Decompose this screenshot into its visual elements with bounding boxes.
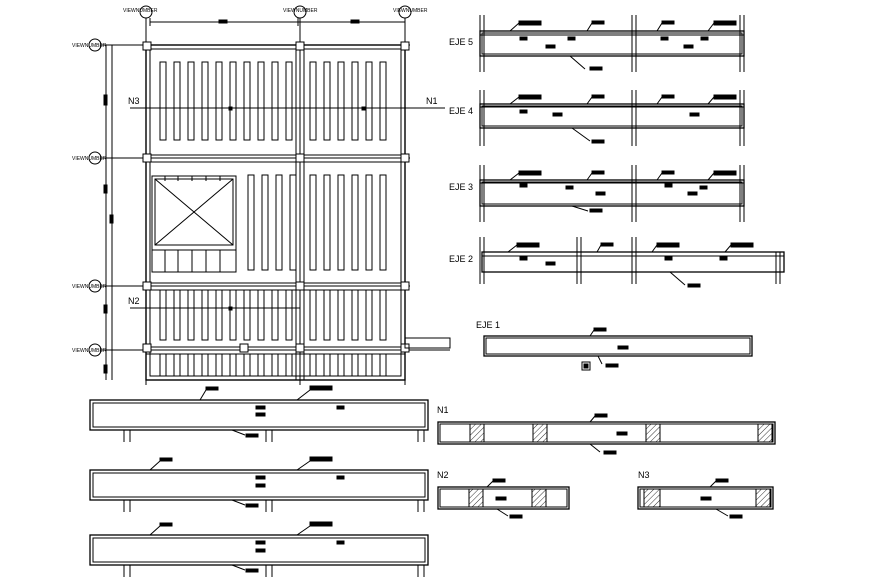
joist [275, 174, 283, 271]
joist [201, 289, 209, 341]
joist [159, 61, 167, 141]
joist [159, 353, 167, 377]
joist [173, 289, 181, 341]
joist [271, 61, 279, 141]
svg-text:VIEWNUMBER: VIEWNUMBER [72, 284, 107, 290]
joist [309, 174, 317, 271]
svg-text:VIEWNUMBER: VIEWNUMBER [393, 8, 428, 14]
joist [285, 353, 293, 377]
joist [379, 289, 387, 341]
joist [215, 289, 223, 341]
joist [243, 353, 251, 377]
grid-bubble-top-2: VIEWNUMBER [283, 5, 318, 19]
joist [159, 289, 167, 341]
joist [289, 174, 297, 271]
joist [379, 174, 387, 271]
joist [323, 353, 331, 377]
svg-text:VIEWNUMBER: VIEWNUMBER [72, 43, 107, 49]
joist [261, 174, 269, 271]
floor-plan [95, 12, 451, 385]
joist [187, 289, 195, 341]
grid-bubble-top-1: VIEWNUMBER [123, 5, 158, 19]
joist [351, 353, 359, 377]
eje-4-elevation [479, 90, 745, 146]
joist [243, 61, 251, 141]
joist [187, 353, 195, 377]
grid-bubble-left-1: VIEWNUMBER [72, 38, 107, 52]
joist [285, 289, 293, 341]
joist [229, 353, 237, 377]
svg-text:VIEWNUMBER: VIEWNUMBER [72, 156, 107, 162]
eje-2-label: EJE 2 [449, 254, 473, 264]
beam-section-2 [89, 456, 429, 512]
n1-section [437, 413, 776, 455]
joist [215, 353, 223, 377]
joist [257, 61, 265, 141]
eje-1-label: EJE 1 [476, 320, 500, 330]
grid-bubble-top-3: VIEWNUMBER [393, 5, 428, 19]
grid-bubble-left-3: VIEWNUMBER [72, 279, 107, 293]
n3-section [637, 478, 774, 519]
joist [365, 353, 373, 377]
joist [257, 353, 265, 377]
joist [323, 61, 331, 141]
joist [229, 289, 237, 341]
joist [309, 61, 317, 141]
n2-section [437, 478, 570, 519]
joist [201, 353, 209, 377]
joist [285, 61, 293, 141]
joist [243, 289, 251, 341]
joist [323, 174, 331, 271]
eje-4-label: EJE 4 [449, 106, 473, 116]
joist [337, 174, 345, 271]
eje-3-label: EJE 3 [449, 182, 473, 192]
joist [201, 61, 209, 141]
joist [379, 353, 387, 377]
joist [351, 61, 359, 141]
section-label-n2: N2 [437, 470, 449, 480]
eje-2-elevation [479, 237, 785, 288]
joist [379, 61, 387, 141]
joist [215, 61, 223, 141]
joist [365, 61, 373, 141]
joist [173, 61, 181, 141]
section-label-n1: N1 [437, 405, 449, 415]
plan-label-n2: N2 [128, 296, 140, 306]
joist [271, 353, 279, 377]
beam-section-1 [89, 385, 429, 442]
svg-text:VIEWNUMBER: VIEWNUMBER [72, 348, 107, 354]
eje-5-label: EJE 5 [449, 37, 473, 47]
joist [337, 289, 345, 341]
joist [257, 289, 265, 341]
joist [173, 353, 181, 377]
plan-label-n1: N1 [426, 96, 438, 106]
joist [337, 353, 345, 377]
joist [365, 174, 373, 271]
joist [229, 61, 237, 141]
joist [351, 289, 359, 341]
svg-text:VIEWNUMBER: VIEWNUMBER [123, 8, 158, 14]
joist [351, 174, 359, 271]
joist [271, 289, 279, 341]
eje-3-elevation [479, 165, 745, 222]
joist [337, 61, 345, 141]
joist [309, 289, 317, 341]
joist [247, 174, 255, 271]
joist [323, 289, 331, 341]
beam-section-3 [89, 521, 429, 577]
eje-5-elevation [479, 15, 745, 72]
plan-label-n3: N3 [128, 96, 140, 106]
joist [309, 353, 317, 377]
eje-1-elevation [483, 327, 753, 371]
grid-bubble-left-2: VIEWNUMBER [72, 151, 107, 165]
joist [187, 61, 195, 141]
grid-bubble-left-4: VIEWNUMBER [72, 343, 107, 357]
section-label-n3: N3 [638, 470, 650, 480]
joist [365, 289, 373, 341]
svg-text:VIEWNUMBER: VIEWNUMBER [283, 8, 318, 14]
